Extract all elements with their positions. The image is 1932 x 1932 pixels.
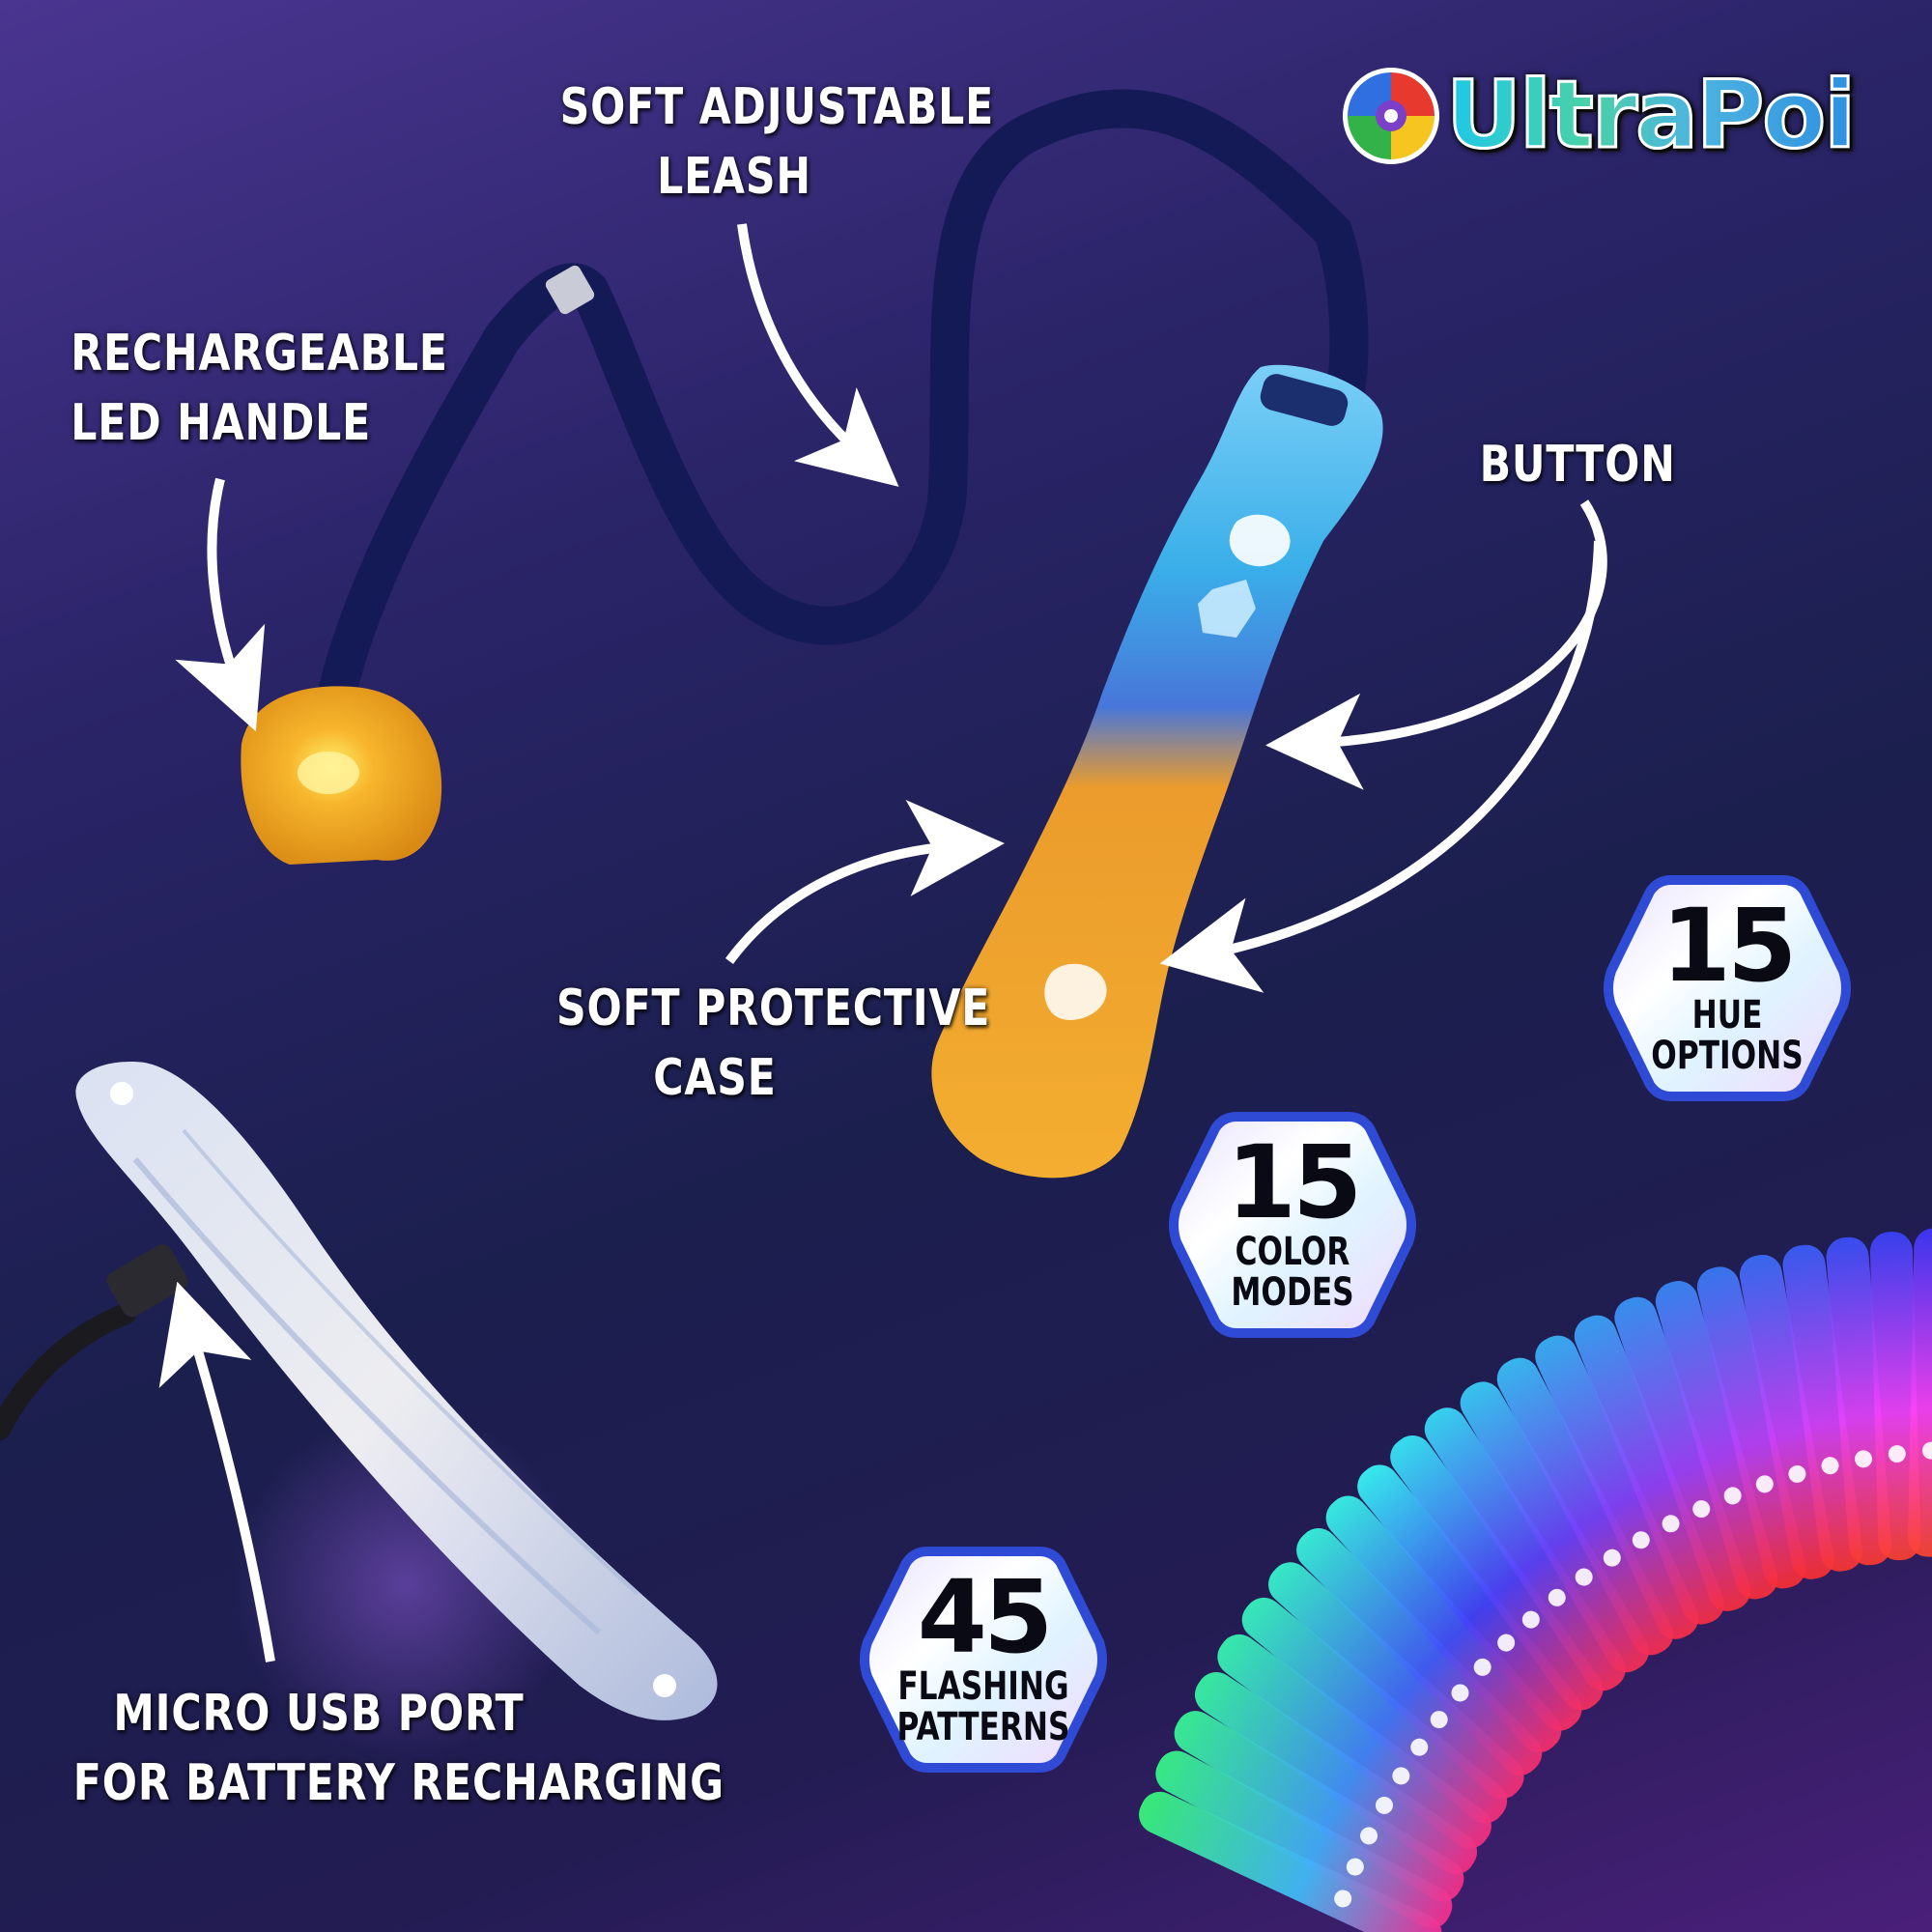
rainbow-poi-stick xyxy=(1217,1634,1492,1849)
rainbow-poi-stick xyxy=(1296,1528,1543,1776)
rainbow-poi-light xyxy=(1521,1610,1540,1629)
rainbow-poi-stick xyxy=(1357,1464,1582,1731)
rainbow-poi-stick xyxy=(1268,1562,1524,1800)
rainbow-poi-light xyxy=(1473,1658,1492,1676)
badge-number: 15 xyxy=(1226,1123,1363,1241)
rainbow-poi-stick xyxy=(1424,1407,1626,1691)
rainbow-poi-light xyxy=(1603,1548,1621,1567)
rainbow-poi-stick xyxy=(1139,1791,1442,1932)
poi-rainbow-fan xyxy=(1139,1228,1932,1932)
rainbow-poi-stick xyxy=(1826,1236,1892,1566)
rainbow-poi-light xyxy=(1921,1441,1932,1460)
poi-case xyxy=(931,364,1383,1179)
leash xyxy=(309,89,1369,753)
rainbow-poi-stick xyxy=(1155,1750,1453,1929)
arrow-handle xyxy=(175,477,266,732)
rainbow-poi-stick xyxy=(1614,1296,1751,1611)
arrow-case xyxy=(724,800,1005,964)
arrow-leash xyxy=(737,223,899,487)
rainbow-poi-light xyxy=(1692,1500,1711,1519)
ball-handle xyxy=(241,686,442,865)
logo-swirl-icon xyxy=(1343,68,1439,164)
rainbow-poi-light xyxy=(1632,1531,1650,1549)
label-case: SOFT PROTECTIVE CASE xyxy=(556,980,991,1107)
label-leash: SOFT ADJUSTABLE LEASH xyxy=(559,78,995,206)
rainbow-poi-light xyxy=(1410,1738,1429,1756)
rainbow-poi-stick xyxy=(1696,1266,1806,1589)
label-handle: RECHARGEABLE LED HANDLE xyxy=(71,325,448,452)
rainbow-poi-light xyxy=(1430,1711,1448,1729)
rainbow-poi-light xyxy=(1346,1858,1364,1876)
badge-color-modes: 15 COLOR MODES xyxy=(1169,1111,1416,1339)
arrow-usb xyxy=(158,1281,275,1662)
label-button: BUTTON xyxy=(1479,436,1676,494)
rainbow-poi-light xyxy=(1451,1684,1469,1702)
badge-number: 45 xyxy=(917,1558,1054,1676)
rainbow-poi-stick xyxy=(1496,1357,1674,1656)
rainbow-poi-stick xyxy=(1869,1232,1921,1561)
badge-hue-options: 15 HUE OPTIONS xyxy=(1604,874,1851,1102)
rainbow-poi-light xyxy=(1575,1568,1593,1586)
rainbow-poi-light xyxy=(1723,1487,1742,1505)
rainbow-poi-light xyxy=(1548,1588,1566,1606)
rainbow-poi-light xyxy=(1375,1796,1393,1814)
rainbow-poi-stick xyxy=(1390,1435,1604,1711)
rainbow-poi-light xyxy=(1755,1475,1774,1493)
badge-line2: PATTERNS xyxy=(896,1705,1070,1749)
rainbow-poi-stick xyxy=(1241,1597,1508,1824)
rainbow-poi-stick xyxy=(1782,1244,1863,1572)
rainbow-poi-light xyxy=(1855,1450,1873,1468)
rainbow-poi-light xyxy=(1821,1457,1839,1475)
rainbow-poi-light xyxy=(1360,1827,1378,1845)
arrow-button-2 xyxy=(1159,540,1604,993)
badge-number: 15 xyxy=(1661,887,1798,1005)
badge-flashing-patterns: 45 FLASHING PATTERNS xyxy=(860,1546,1107,1774)
rainbow-poi-stick xyxy=(1194,1672,1478,1875)
badge-line2: OPTIONS xyxy=(1651,1034,1804,1078)
rainbow-poi-light xyxy=(1497,1634,1516,1652)
button-icon xyxy=(1198,580,1256,638)
usb-cable-icon xyxy=(0,1244,188,1440)
label-usb: MICRO USB PORT FOR BATTERY RECHARGING xyxy=(72,1685,724,1812)
rainbow-poi-stick xyxy=(1174,1711,1464,1902)
clear-led-handle xyxy=(75,1062,718,1720)
badge-line1: HUE xyxy=(1691,993,1763,1037)
rainbow-poi-light xyxy=(1662,1515,1680,1533)
badge-line2: MODES xyxy=(1231,1270,1354,1315)
rainbow-poi-light xyxy=(1334,1889,1352,1908)
rainbow-poi-stick xyxy=(1460,1381,1649,1673)
rainbow-poi-stick xyxy=(1325,1495,1562,1753)
rainbow-poi-stick xyxy=(1739,1254,1834,1579)
rainbow-poi-light xyxy=(1888,1445,1906,1463)
rainbow-poi-stick xyxy=(1535,1335,1699,1639)
brand-name: UltraPoi xyxy=(1444,61,1857,170)
badge-line1: COLOR xyxy=(1235,1230,1350,1274)
rainbow-poi-stick xyxy=(1655,1280,1778,1600)
badge-line1: FLASHING xyxy=(897,1664,1069,1709)
rainbow-poi-light xyxy=(1392,1767,1410,1785)
rainbow-poi-stick xyxy=(1908,1228,1932,1557)
rainbow-poi-light xyxy=(1788,1464,1806,1483)
rainbow-poi-stick xyxy=(1574,1315,1724,1625)
brand-logo: UltraPoi xyxy=(1338,58,1889,174)
